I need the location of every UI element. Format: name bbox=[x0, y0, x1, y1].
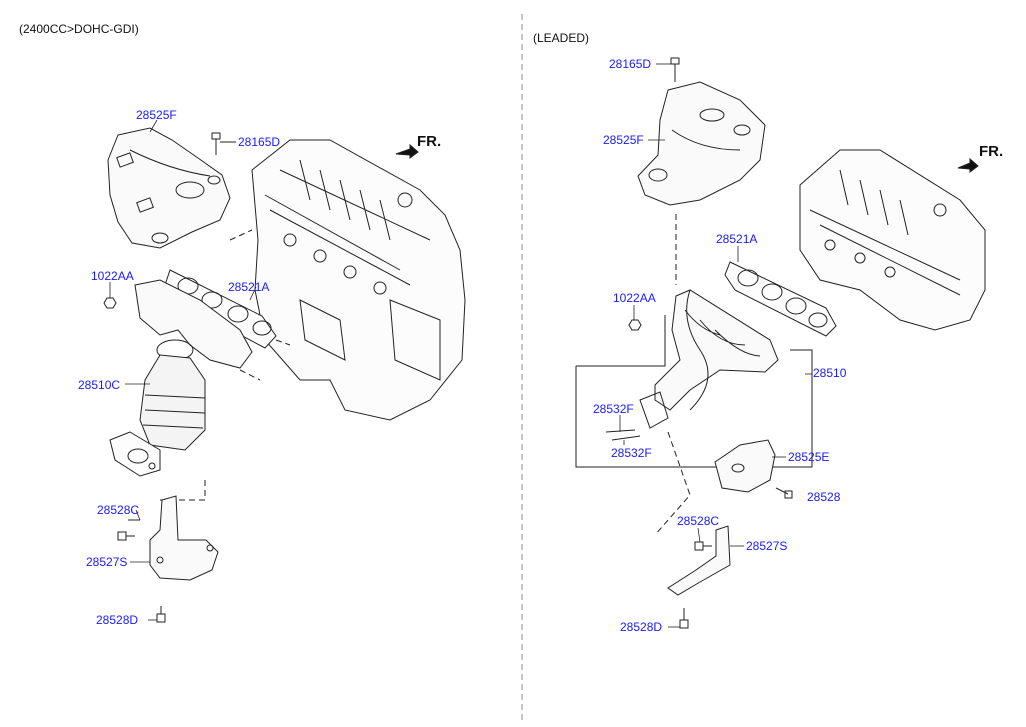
right-label-28510[interactable]: 28510 bbox=[813, 366, 847, 380]
left-manifold-28510C bbox=[109, 279, 253, 477]
left-engine-block bbox=[251, 139, 466, 421]
right-gasket-28521A bbox=[724, 261, 837, 337]
left-label-28528D[interactable]: 28528D bbox=[96, 613, 139, 627]
right-label-28527S[interactable]: 28527S bbox=[746, 539, 788, 553]
right-label-1022AA[interactable]: 1022AA bbox=[613, 291, 656, 305]
right-panel-title: (LEADED) bbox=[533, 31, 590, 45]
left-fr-arrow-icon bbox=[395, 143, 419, 159]
right-bolt-28528C bbox=[694, 541, 712, 551]
right-heat-shield-28525E bbox=[714, 439, 776, 493]
right-label-28528[interactable]: 28528 bbox=[807, 490, 841, 504]
left-heat-shield-28525F bbox=[107, 127, 231, 249]
right-label-28521A[interactable]: 28521A bbox=[716, 232, 758, 246]
left-nut-1022AA bbox=[103, 297, 117, 309]
left-bolt-28528C bbox=[117, 519, 140, 541]
right-label-28528D[interactable]: 28528D bbox=[620, 620, 663, 634]
right-bolt-28528D bbox=[679, 608, 689, 629]
left-bolt-28165D bbox=[211, 132, 236, 155]
right-studs-28532F bbox=[605, 429, 641, 441]
right-label-28532F-a[interactable]: 28532F bbox=[593, 402, 634, 416]
right-label-28165D[interactable]: 28165D bbox=[609, 57, 652, 71]
left-label-28525F[interactable]: 28525F bbox=[136, 108, 177, 122]
right-label-28525E[interactable]: 28525E bbox=[788, 450, 830, 464]
right-label-28532F-b[interactable]: 28532F bbox=[611, 446, 652, 460]
left-label-28165D[interactable]: 28165D bbox=[238, 135, 281, 149]
right-bolt-28165D bbox=[670, 57, 680, 82]
right-header-28510 bbox=[639, 289, 779, 429]
right-bolt-28528 bbox=[775, 487, 793, 499]
right-bracket-28527S bbox=[667, 525, 731, 596]
left-label-28510C[interactable]: 28510C bbox=[78, 378, 121, 392]
left-panel-title: (2400CC>DOHC-GDI) bbox=[19, 22, 139, 36]
left-label-28521A[interactable]: 28521A bbox=[228, 280, 270, 294]
right-fr-label: FR. bbox=[979, 143, 1004, 160]
right-label-28525F[interactable]: 28525F bbox=[603, 133, 644, 147]
right-engine-block bbox=[799, 149, 986, 331]
left-label-28527S[interactable]: 28527S bbox=[86, 555, 128, 569]
right-nut-1022AA bbox=[628, 319, 642, 331]
right-label-28528C[interactable]: 28528C bbox=[677, 514, 720, 528]
left-bracket-28527S bbox=[149, 495, 219, 581]
left-bolt-28528D bbox=[156, 606, 166, 623]
left-label-28528C[interactable]: 28528C bbox=[97, 503, 140, 517]
right-heat-shield-28525F bbox=[637, 81, 766, 206]
left-label-1022AA[interactable]: 1022AA bbox=[91, 269, 134, 283]
leader-lines bbox=[109, 63, 812, 628]
left-fr-label: FR. bbox=[417, 133, 442, 150]
right-fr-arrow-icon bbox=[957, 157, 979, 173]
